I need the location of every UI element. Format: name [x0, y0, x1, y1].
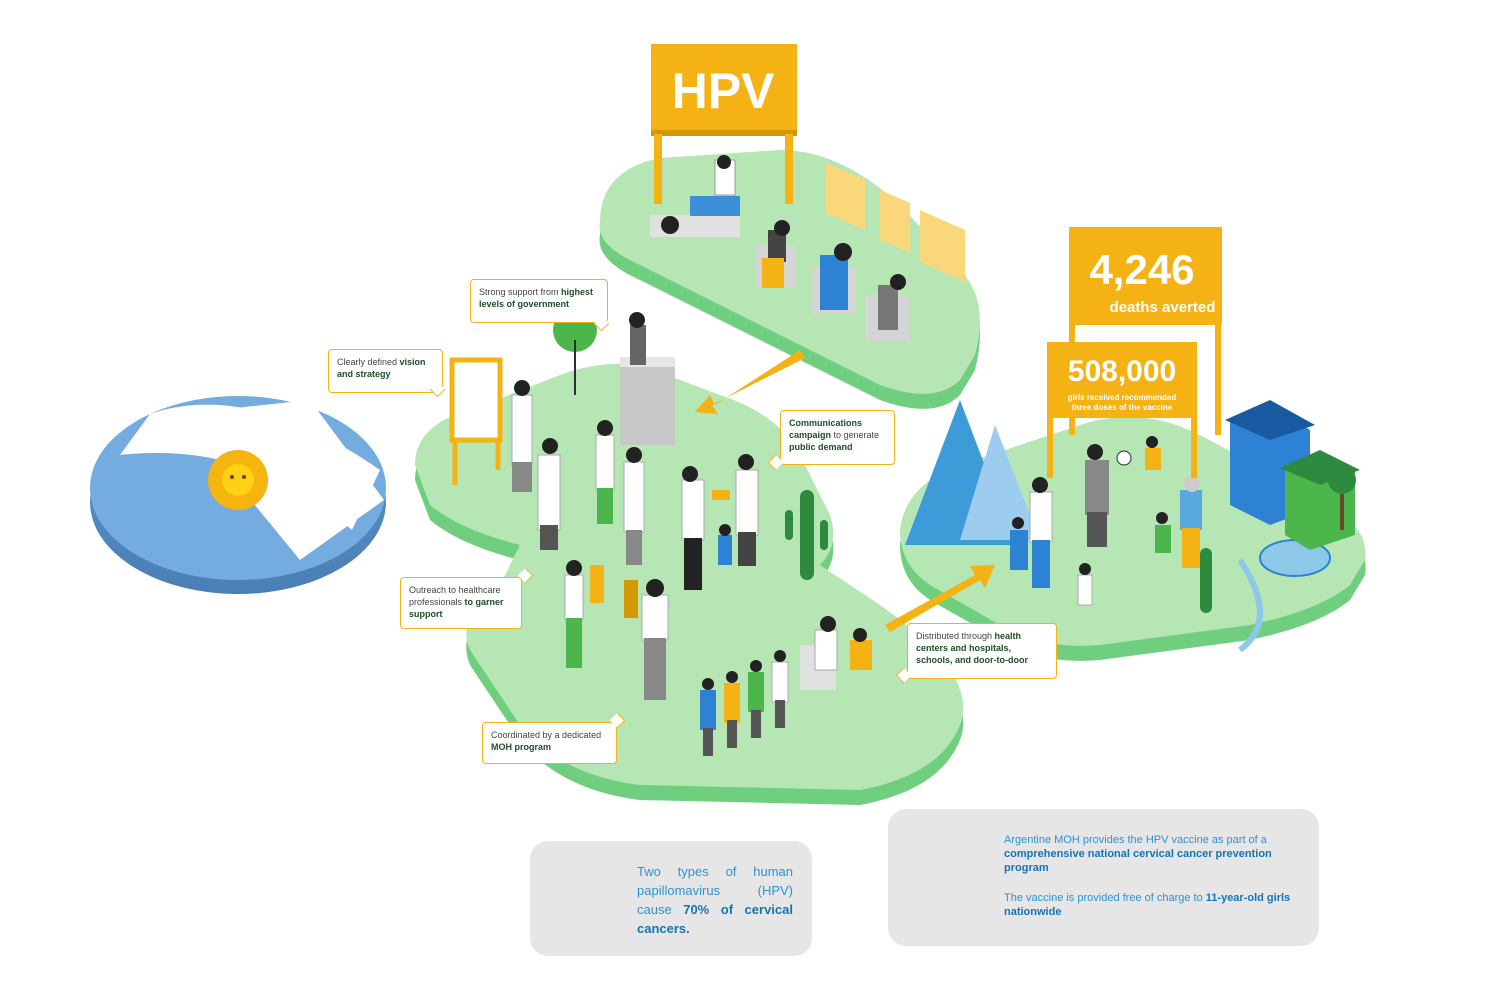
queue-of-girls	[700, 650, 789, 756]
callout-government: Strong support from highest levels of go…	[470, 279, 608, 323]
cactus	[785, 490, 828, 580]
girls-vaccinated-label-2: three doses of the vaccine	[1071, 403, 1173, 412]
hpv-fact-text: Two types of human papillomavirus (HPV) …	[637, 862, 793, 938]
window-panels	[826, 163, 965, 282]
girls-vaccinated-label-1: girls received recommended	[1067, 393, 1177, 402]
girls-vaccinated-banner	[1047, 342, 1197, 478]
houses	[1225, 400, 1360, 550]
callout-bold: to garner support	[409, 597, 504, 619]
flow-arrow-2	[885, 565, 995, 632]
callout-outreach: Outreach to healthcare professionals to …	[400, 577, 522, 629]
program-info-panel	[888, 809, 1319, 946]
community-people-right	[1010, 436, 1212, 613]
program-info-plain: The vaccine is provided free of charge t…	[1004, 892, 1206, 904]
callout-bold: vision and strategy	[337, 357, 426, 379]
callout-bold: Communications campaign	[789, 418, 863, 440]
sun-of-may-icon	[208, 450, 268, 510]
vaccination-scene	[800, 616, 872, 690]
mountains	[905, 400, 1040, 545]
program-info-bold: 11-year-old girls nationwide	[1004, 892, 1291, 918]
callout-text: to generate	[831, 430, 880, 440]
callout-bold: MOH program	[491, 742, 552, 752]
callout-text: Distributed through	[916, 631, 995, 641]
flow-arrow-1	[695, 350, 805, 414]
girls-vaccinated-value: 508,000	[1067, 355, 1177, 388]
whiteboard	[449, 357, 503, 485]
program-info-bold: comprehensive national cervical cancer p…	[1004, 848, 1272, 874]
deaths-averted-value: 4,246	[1089, 246, 1195, 293]
hpv-fact-panel	[530, 841, 812, 956]
callout-coordinated: Coordinated by a dedicated MOH program	[482, 722, 617, 764]
argentina-flag	[90, 396, 386, 594]
program-info-text-2: The vaccine is provided free of charge t…	[1004, 891, 1304, 919]
program-info-plain: Argentine MOH provides the HPV vaccine a…	[1004, 834, 1267, 846]
callout-vision: Clearly defined vision and strategy	[328, 349, 443, 393]
callout-text: Strong support from	[479, 287, 562, 297]
callout-bold: highest levels of government	[479, 287, 594, 309]
hpv-sign	[651, 44, 797, 204]
callout-bold: public demand	[789, 442, 853, 452]
program-info-text-1: Argentine MOH provides the HPV vaccine a…	[1004, 833, 1304, 875]
callout-text: Outreach to healthcare professionals	[409, 585, 501, 607]
outreach-people	[564, 560, 669, 700]
callout-distributed: Distributed through health centers and h…	[907, 623, 1057, 679]
callout-communications: Communications campaign to generate publ…	[780, 410, 895, 465]
hpv-fact-plain: Two types of human papillomavirus (HPV) …	[637, 864, 793, 917]
deaths-averted-banner	[1069, 227, 1222, 435]
callout-bold: health centers and hospitals, schools, a…	[916, 631, 1028, 665]
callout-text: Coordinated by a dedicated	[491, 730, 602, 740]
callout-text: Clearly defined	[337, 357, 400, 367]
deaths-averted-label: deaths averted	[1109, 299, 1216, 316]
health-workers	[511, 380, 645, 565]
community-people	[681, 454, 759, 590]
hpv-sign-label: HPV	[671, 63, 775, 119]
hpv-fact-bold: 70% of cervical cancers.	[637, 902, 793, 936]
clinic-patients	[650, 155, 909, 341]
